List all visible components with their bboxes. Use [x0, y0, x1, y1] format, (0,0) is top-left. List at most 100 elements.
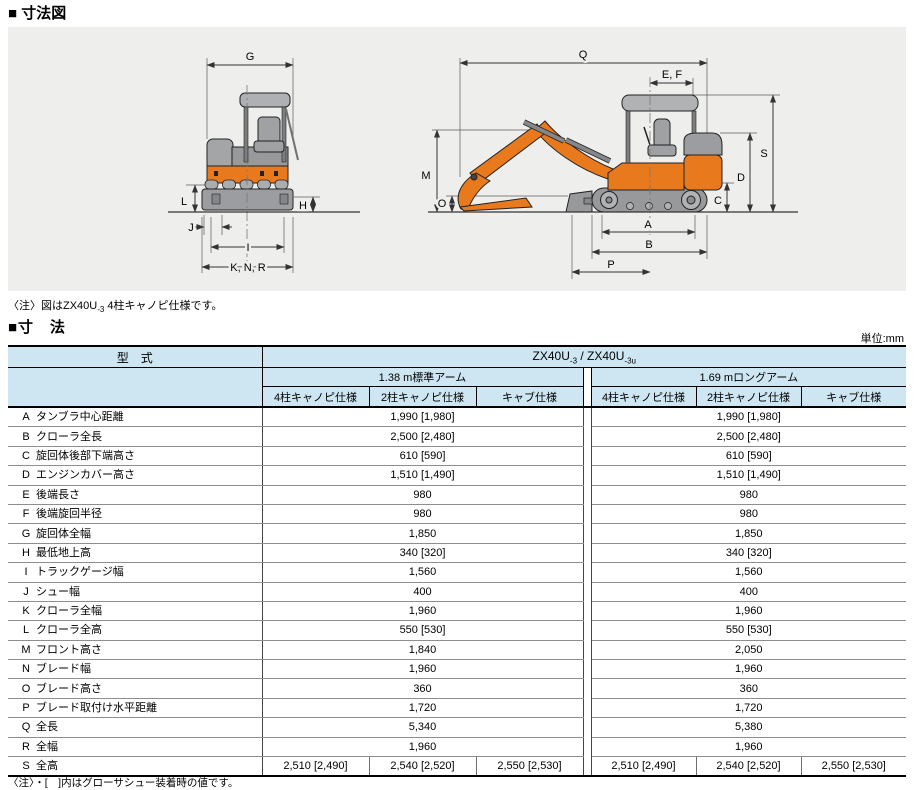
excavator-side-view-drawing: Q E, F S D C M O A B P — [419, 47, 798, 279]
canopy-brace — [285, 108, 299, 161]
rear-view-dimension-lines — [192, 62, 316, 270]
spec-row-key: R — [22, 740, 30, 753]
track-roller — [626, 202, 634, 210]
spec-value: 2,510 [2,490] — [261, 756, 369, 778]
spec-value: 1,960 — [591, 737, 907, 758]
diagram-note-text: 4柱キャノピ仕様です。 — [104, 300, 223, 312]
spec-row-name: エンジンカバー高さ — [36, 469, 135, 482]
dim-label-A: A — [644, 219, 652, 231]
spec-value: 550 [530] — [262, 620, 583, 641]
spec-value: 610 [590] — [262, 446, 583, 467]
dimensions-table: 型 式 ZX40U-3 / ZX40U-3u 1.38 m標準アーム 1.69 … — [8, 345, 907, 778]
dim-label-H: H — [299, 200, 307, 212]
dim-label-I: I — [246, 242, 249, 254]
spec-value: 2,550 [2,530] — [800, 756, 907, 778]
spec-value: 1,720 — [262, 698, 583, 719]
track-bump — [204, 179, 219, 190]
section-divider — [582, 640, 592, 660]
section-divider — [582, 446, 592, 466]
spec-value: 1,990 [1,980] — [262, 407, 583, 428]
spec-value: 340 [320] — [262, 543, 583, 564]
spec-value: 400 — [591, 582, 907, 602]
dim-label-EF: E, F — [662, 69, 682, 81]
col-header-cab-long: キャブ仕様 — [800, 386, 907, 408]
counterweight — [683, 154, 723, 191]
track-bump — [222, 179, 236, 190]
spec-row-name: タンブラ中心距離 — [36, 411, 124, 424]
table-header-spec-row: 4柱キャノピ仕様 2柱キャノピ仕様 キャブ仕様 4柱キャノピ仕様 2柱キャノピ仕… — [8, 386, 907, 408]
spec-value: 1,510 [1,490] — [262, 465, 583, 486]
spec-value: 980 — [591, 485, 907, 505]
spec-value: 2,500 [2,480] — [262, 426, 583, 447]
spec-value: 2,540 [2,520] — [368, 756, 476, 778]
dim-label-D: D — [737, 172, 745, 184]
engine-cover — [683, 132, 723, 156]
spec-value: 2,540 [2,520] — [695, 756, 801, 778]
track-roller — [664, 202, 672, 210]
spec-value: 5,380 — [591, 717, 907, 738]
dim-label-O: O — [438, 198, 447, 210]
arm-cylinder — [523, 120, 565, 143]
boom-cylinder — [565, 138, 611, 163]
canopy-front-post — [625, 110, 631, 164]
spec-row-name: シュー幅 — [36, 585, 80, 598]
spec-row-key: N — [22, 663, 30, 676]
section-divider — [582, 582, 592, 602]
spec-row-name: 全幅 — [36, 740, 58, 753]
spec-value: 1,850 — [591, 523, 907, 544]
spec-value: 2,500 [2,480] — [591, 426, 907, 447]
spec-row-label-cell: N ブレード幅 — [8, 659, 263, 680]
dim-label-L: L — [181, 196, 187, 208]
spec-row-key: O — [21, 682, 31, 695]
unit-label: 単位:mm — [860, 333, 904, 345]
table-note: 〈注〉・[ ]内はグローサシュー装着時の値です。 — [8, 777, 239, 789]
dim-label-P: P — [607, 259, 614, 271]
spec-row-key: S — [22, 760, 30, 773]
seat-cushion-side — [647, 144, 677, 157]
section-divider — [582, 426, 592, 447]
spec-value: 1,990 [1,980] — [591, 407, 907, 428]
spec-row-key: H — [22, 546, 30, 559]
section-divider — [582, 504, 592, 524]
spec-row-name: 旋回体後部下端高さ — [36, 449, 135, 462]
control-lever — [643, 126, 651, 146]
model-column-spacer — [8, 367, 263, 408]
spec-value: 1,960 — [591, 601, 907, 622]
section-divider — [582, 562, 592, 583]
rear-view-machine — [201, 92, 299, 211]
dim-label-Q: Q — [579, 49, 588, 61]
spec-value: 5,340 — [262, 717, 583, 738]
page-title: ■ 寸法図 — [8, 5, 67, 22]
spec-row-name: 旋回体全幅 — [36, 527, 91, 540]
spec-row-name: ブレード幅 — [36, 663, 91, 676]
section-divider — [582, 543, 592, 563]
spec-value: 1,560 — [262, 562, 583, 583]
spec-row-name: ブレード取付け水平距離 — [36, 702, 157, 715]
side-view-machine — [457, 94, 723, 213]
spec-row-key: D — [22, 469, 30, 482]
section-divider — [582, 407, 592, 427]
spec-value: 2,050 — [591, 640, 907, 661]
